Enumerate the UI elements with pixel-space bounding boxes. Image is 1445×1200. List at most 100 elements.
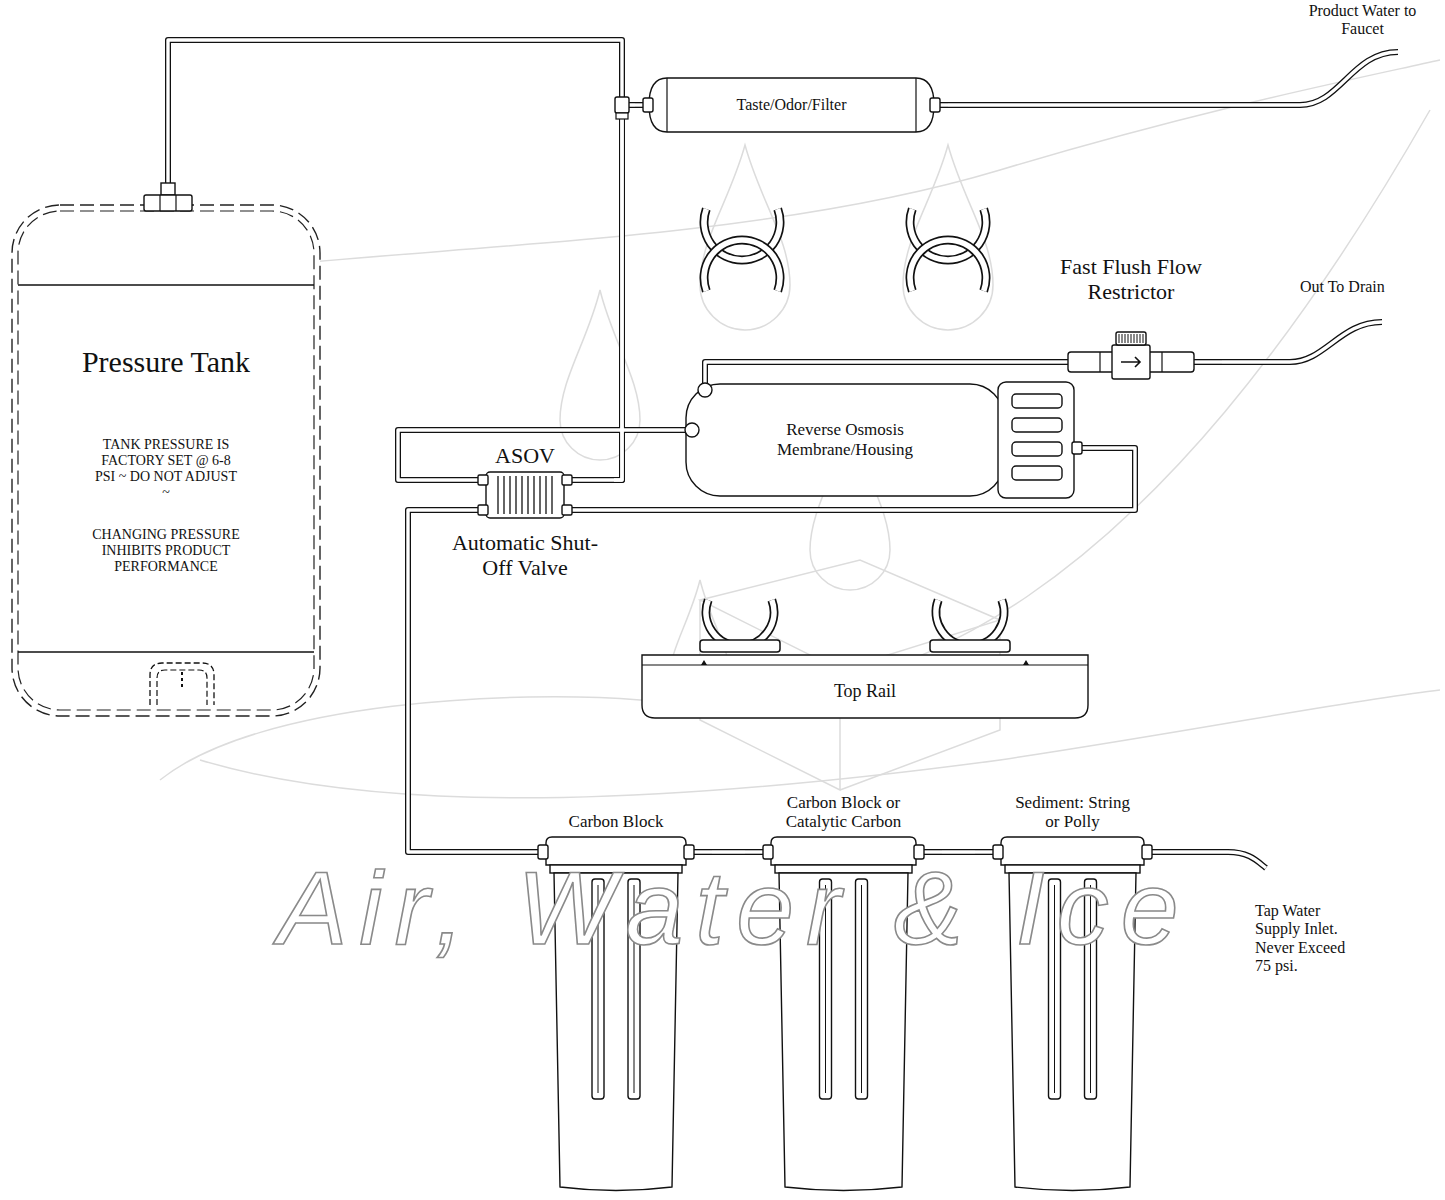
rail-label: Top Rail: [642, 681, 1088, 702]
tank-base-arch: [150, 663, 214, 705]
pipe-stub-core: [1040, 360, 1070, 363]
clip-core: [910, 240, 986, 291]
pipe-connector: [614, 105, 635, 480]
valve-rib: [533, 476, 534, 514]
valve-rib: [539, 476, 540, 514]
pipe-stub-core: [436, 478, 482, 481]
housing-label: Carbon Block or Catalytic Carbon: [768, 793, 919, 832]
valve-rib: [527, 476, 528, 514]
membrane-port: [698, 383, 712, 397]
open-pipes: [948, 52, 1398, 868]
pipe-core: [942, 850, 975, 853]
tee-leg: [616, 113, 628, 119]
valve-abbreviation: ASOV: [436, 443, 614, 468]
tank-base-arch: [157, 670, 207, 705]
clip-outline: [936, 600, 1004, 646]
restrictor-joint: [1161, 352, 1162, 372]
restrictor-valve-box: [1112, 345, 1150, 379]
knob-knurl: [1122, 334, 1123, 343]
sediment-housing: Sediment: String or Polly: [975, 775, 1170, 1195]
filter-label: Taste/Odor/Filter: [667, 96, 916, 114]
pressure-tank: Pressure TankTANK PRESSURE IS FACTORY SE…: [10, 175, 322, 718]
drain-label: Out To Drain: [1300, 278, 1435, 296]
tank-note: TANK PRESSURE IS FACTORY SET @ 6-8 PSI ~…: [91, 437, 241, 501]
pipe-stub: [436, 477, 482, 483]
clip-core: [936, 600, 1004, 646]
tank-band-line: [18, 284, 314, 285]
pipe-connector: [942, 849, 975, 855]
watermark-drop: [560, 290, 640, 460]
knob-knurl: [1125, 334, 1126, 343]
membrane-clips: [704, 209, 986, 291]
tee-fitting: [615, 97, 629, 119]
valve-rib: [545, 476, 546, 514]
drain-pipe-core: [1222, 322, 1382, 362]
valve-rib: [515, 476, 516, 514]
membrane-housing: [686, 384, 1004, 496]
tank-outline-inner: [18, 211, 314, 710]
valve-port: [562, 475, 572, 485]
housing-label: Sediment: String or Polly: [1015, 793, 1130, 832]
knob-knurl: [1131, 334, 1132, 343]
watermark-drop: [700, 145, 790, 330]
clip-outline: [704, 240, 780, 291]
watermark-text: Air, Water & Ice: [278, 856, 1191, 960]
pipe-stub: [568, 477, 614, 483]
pipe-stub: [1192, 359, 1222, 365]
valve-port: [478, 475, 488, 485]
tank-valve-nut: [144, 195, 192, 211]
pipe-core: [614, 105, 635, 480]
clip-outline: [706, 600, 774, 646]
restrictor-joint: [1099, 352, 1100, 372]
pipe-stub-core: [1192, 360, 1222, 363]
tank-title: Pressure Tank: [10, 345, 322, 380]
cap-grip: [1012, 394, 1062, 408]
tank-valve-fitting: [161, 183, 175, 195]
faucet-pipe-core: [948, 52, 1398, 105]
pipe-connector: [705, 362, 1040, 380]
cap-grip: [1012, 442, 1062, 456]
carbon-housing-outline: [745, 775, 942, 1195]
knob-knurl: [1137, 334, 1138, 343]
pipe-stub-core: [436, 508, 482, 511]
inline-filter: Taste/Odor/Filter: [635, 75, 948, 135]
rail-body: [642, 655, 1088, 718]
flow-arrow-symbol: [1121, 357, 1140, 367]
faucet-pipe: [948, 52, 1398, 105]
pipe-stub: [1040, 359, 1070, 365]
knob-knurl: [1119, 334, 1120, 343]
membrane-port: [685, 423, 699, 437]
clip-foot: [930, 640, 1010, 652]
carbon-housing: Carbon Block or Catalytic Carbon: [745, 775, 942, 1195]
valve-rib: [497, 476, 498, 514]
watermark-drop: [903, 145, 993, 330]
rail-notch: [701, 660, 1029, 665]
filter-body: [649, 78, 934, 132]
watermark-swoosh: [160, 110, 1430, 780]
cap-grip: [1012, 418, 1062, 432]
tank-note: CHANGING PRESSURE INHIBITS PRODUCT PERFO…: [91, 527, 241, 575]
valve-rib: [509, 476, 510, 514]
clip-foot: [700, 640, 780, 652]
housing-label: Carbon Block: [520, 812, 712, 832]
restrictor-knob: [1116, 332, 1146, 345]
clip-core: [704, 240, 780, 291]
carbon-block-housing-outline: [520, 775, 712, 1195]
ro-membrane: Reverse Osmosis Membrane/Housing: [680, 380, 1082, 500]
rail-edge: [642, 664, 1088, 665]
pipe-stub-core: [568, 508, 614, 511]
inlet-note: Tap Water Supply Inlet. Never Exceed 75 …: [1255, 902, 1363, 976]
clip-core: [706, 600, 774, 646]
tank-band-line: [18, 651, 314, 652]
sediment-housing-outline: [975, 775, 1170, 1195]
valve-body: [486, 472, 564, 518]
knob-knurl: [1140, 334, 1141, 343]
filter-seam: [915, 78, 916, 132]
valve-rib: [551, 476, 552, 514]
tank-nut-line: [175, 195, 176, 211]
cap-grip: [1012, 466, 1062, 480]
filter-nipple: [643, 98, 653, 112]
knob-knurl: [1128, 334, 1129, 343]
carbon-block-housing: Carbon Block: [520, 775, 712, 1195]
valve-label: Automatic Shut-Off Valve: [450, 530, 600, 581]
